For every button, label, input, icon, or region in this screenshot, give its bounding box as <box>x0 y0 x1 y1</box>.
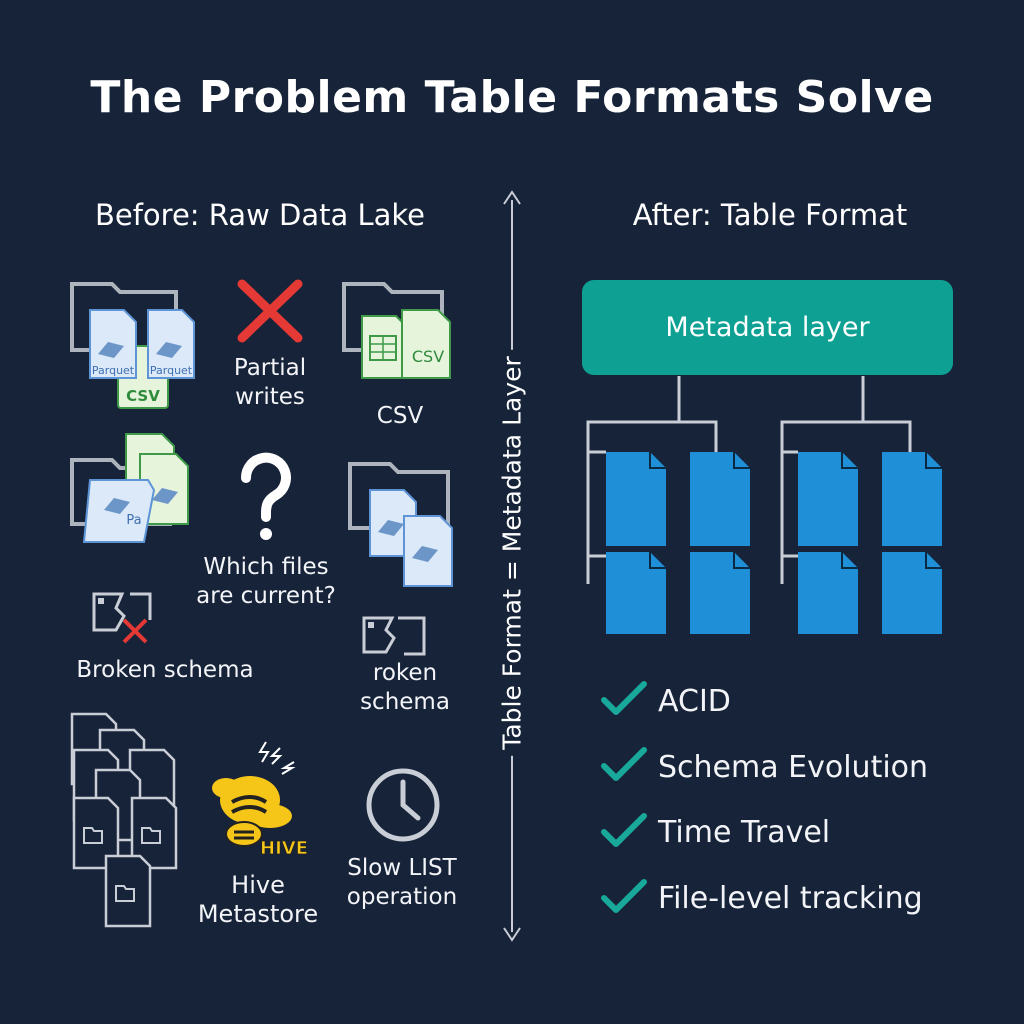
hive-logo-icon: HIVE <box>212 741 308 859</box>
broken-schema-label: Broken schema <box>76 657 254 683</box>
after-heading: After: Table Format <box>632 198 908 232</box>
folder-mixed-files-icon: Pa <box>70 433 189 543</box>
error-x-icon <box>237 279 303 343</box>
folder-parquet-csv-icon: CSV Parquet Parquet <box>70 282 195 409</box>
feature-item-acid: ACID <box>658 684 731 719</box>
folder-parquet-icon <box>348 462 453 587</box>
parquet-tag-1: Parquet <box>92 364 135 377</box>
axis-label: Table Format = Metadata Layer <box>497 350 527 756</box>
parquet-tag-2: Parquet <box>150 364 193 377</box>
csv-tag-2: CSV <box>412 347 444 366</box>
slow-list-label: Slow LIST operation <box>346 855 458 910</box>
pa-tag: Pa <box>126 513 141 528</box>
check-icon <box>601 879 647 913</box>
feature-item-file-level-tracking: File-level tracking <box>658 881 923 916</box>
broken-schema-label-2: roken schema <box>360 660 450 715</box>
hive-logo-text: HIVE <box>260 838 308 859</box>
hive-metastore-label: Hive Metastore <box>197 871 319 928</box>
page-title: The Problem Table Formats Solve <box>90 72 934 123</box>
partial-writes-label: Partial writes <box>233 355 307 410</box>
before-heading: Before: Raw Data Lake <box>94 198 426 232</box>
question-mark-icon <box>240 452 291 540</box>
check-icon <box>601 813 647 847</box>
csv-tag: CSV <box>126 387 160 405</box>
folder-csv-icon: CSV <box>342 282 451 379</box>
csv-label: CSV <box>376 403 424 429</box>
check-icon <box>601 681 647 715</box>
broken-schema-icon <box>92 592 152 644</box>
feature-item-schema-evolution: Schema Evolution <box>658 750 929 785</box>
check-icon <box>601 747 647 781</box>
many-files-icon <box>70 712 178 928</box>
which-files-label: Which files are current? <box>196 554 336 609</box>
clock-icon <box>366 768 440 842</box>
metadata-layer-box: Metadata layer <box>582 280 953 375</box>
metadata-tree <box>586 376 942 634</box>
broken-schema-icon-2 <box>362 616 426 656</box>
feature-item-time-travel: Time Travel <box>658 815 831 850</box>
